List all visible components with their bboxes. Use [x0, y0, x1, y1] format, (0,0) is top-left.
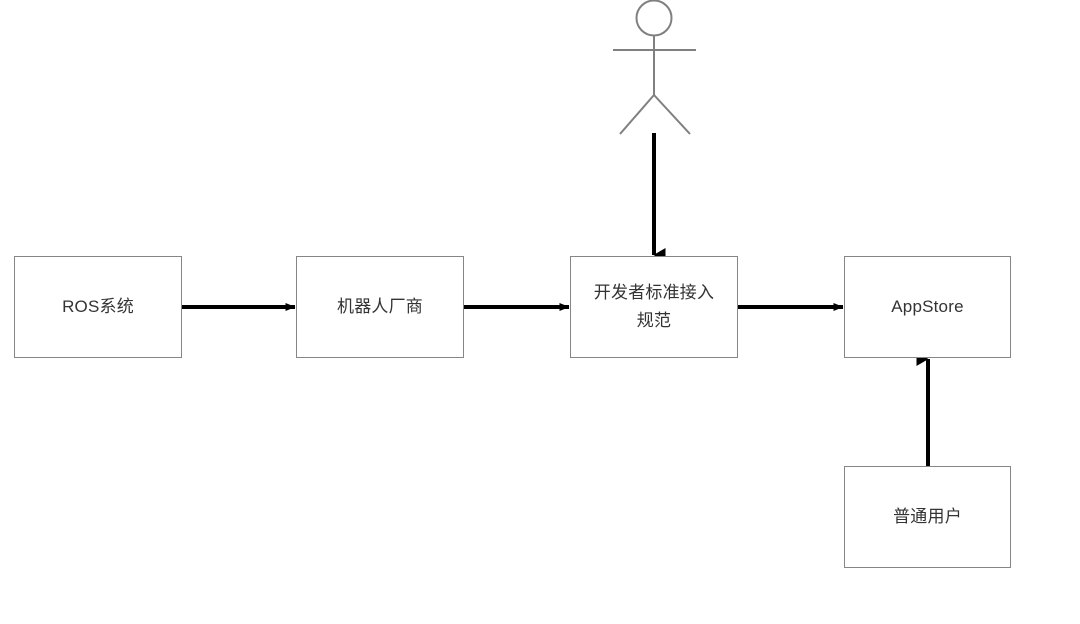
node-appstore[interactable]: AppStore [844, 256, 1011, 358]
node-normal-user-label: 普通用户 [893, 507, 962, 526]
node-robot-vendor-label: 机器人厂商 [337, 297, 423, 316]
node-robot-vendor[interactable]: 机器人厂商 [296, 256, 464, 358]
node-ros-system-label: ROS系统 [62, 297, 134, 316]
node-developer-standard-spec-label: 开发者标准接入 规范 [593, 283, 715, 330]
actor-stick-figure-icon [613, 0, 696, 135]
node-developer-standard-spec[interactable]: 开发者标准接入 规范 [570, 256, 738, 358]
node-appstore-label: AppStore [891, 297, 964, 316]
node-normal-user[interactable]: 普通用户 [844, 466, 1011, 568]
node-ros-system[interactable]: ROS系统 [14, 256, 182, 358]
